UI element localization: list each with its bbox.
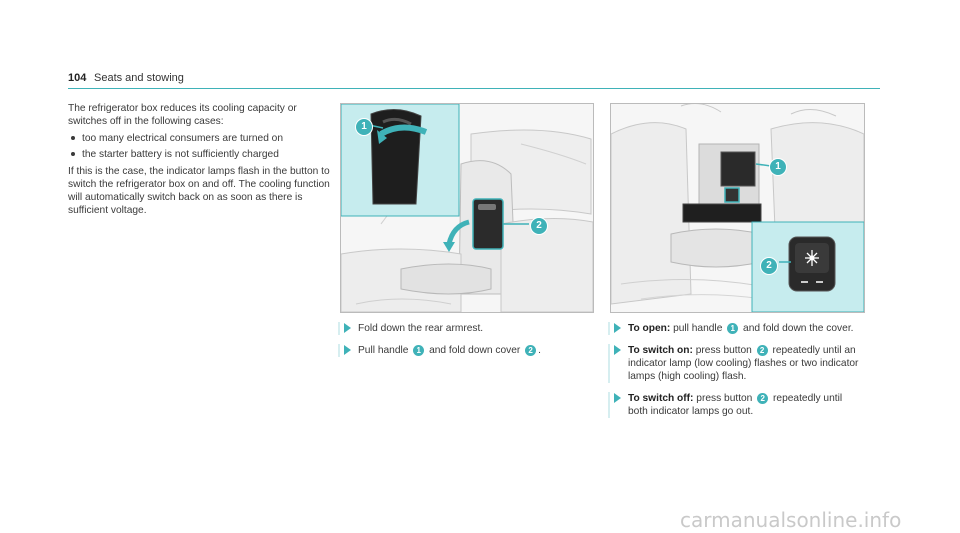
page-header: 104 Seats and stowing: [68, 72, 880, 90]
callout-badge: 1: [727, 323, 739, 334]
callout-badge: 1: [769, 158, 787, 176]
arrow-right-icon: [344, 345, 351, 355]
step-text: repeatedly until both indicator lamps go…: [628, 393, 843, 417]
armrest-illustration: 1 2: [340, 103, 594, 313]
callout-badge: 2: [756, 345, 768, 356]
step-fold-armrest: Fold down the rear armrest.: [338, 322, 595, 335]
callout-badge: 2: [530, 217, 548, 235]
list-item: the starter battery is not sufficiently …: [68, 148, 330, 161]
callout-badge: 1: [413, 345, 425, 356]
step-pull-handle: Pull handle 1 and fold down cover 2.: [338, 344, 595, 357]
step-text: Pull handle: [358, 345, 412, 356]
refrigerator-steps: To open: pull handle 1 and fold down the…: [608, 322, 860, 427]
step-switch-off: To switch off: press button 2 repeatedly…: [608, 392, 860, 418]
callout-badge: 2: [760, 257, 778, 275]
step-label: To switch on:: [628, 345, 693, 356]
section-title: Seats and stowing: [94, 72, 184, 84]
refrigerator-illustration: 1 2: [610, 103, 865, 313]
step-switch-on: To switch on: press button 2 repeatedly …: [608, 344, 860, 383]
arrow-right-icon: [614, 323, 621, 333]
intro-column: The refrigerator box reduces its cooling…: [68, 102, 330, 221]
intro-paragraph: The refrigerator box reduces its cooling…: [68, 103, 297, 127]
step-text: Fold down the rear armrest.: [358, 323, 484, 334]
step-text: and fold down the cover.: [740, 323, 854, 334]
watermark: carmanualsonline.info: [680, 508, 902, 532]
step-text: press button: [692, 345, 755, 356]
armrest-steps: Fold down the rear armrest. Pull handle …: [338, 322, 595, 366]
step-label: To switch off:: [628, 393, 694, 404]
step-text: and fold down cover: [426, 345, 524, 356]
arrow-right-icon: [344, 323, 351, 333]
step-text: .: [538, 345, 541, 356]
callout-badge: 1: [355, 118, 373, 136]
indicator-paragraph: If this is the case, the indicator lamps…: [68, 166, 330, 216]
condition-list: too many electrical consumers are turned…: [68, 132, 330, 161]
step-text: pull handle: [670, 323, 726, 334]
callout-badge: 2: [757, 393, 769, 404]
callout-badge: 2: [525, 345, 537, 356]
step-open: To open: pull handle 1 and fold down the…: [608, 322, 860, 335]
arrow-right-icon: [614, 393, 621, 403]
arrow-right-icon: [614, 345, 621, 355]
step-label: To open:: [628, 323, 671, 334]
page-number: 104: [68, 72, 87, 84]
step-text: press button: [693, 393, 756, 404]
step-text: repeatedly until an indicator lamp (low …: [628, 345, 859, 382]
header-rule: [68, 88, 880, 89]
list-item: too many electrical consumers are turned…: [68, 132, 330, 145]
